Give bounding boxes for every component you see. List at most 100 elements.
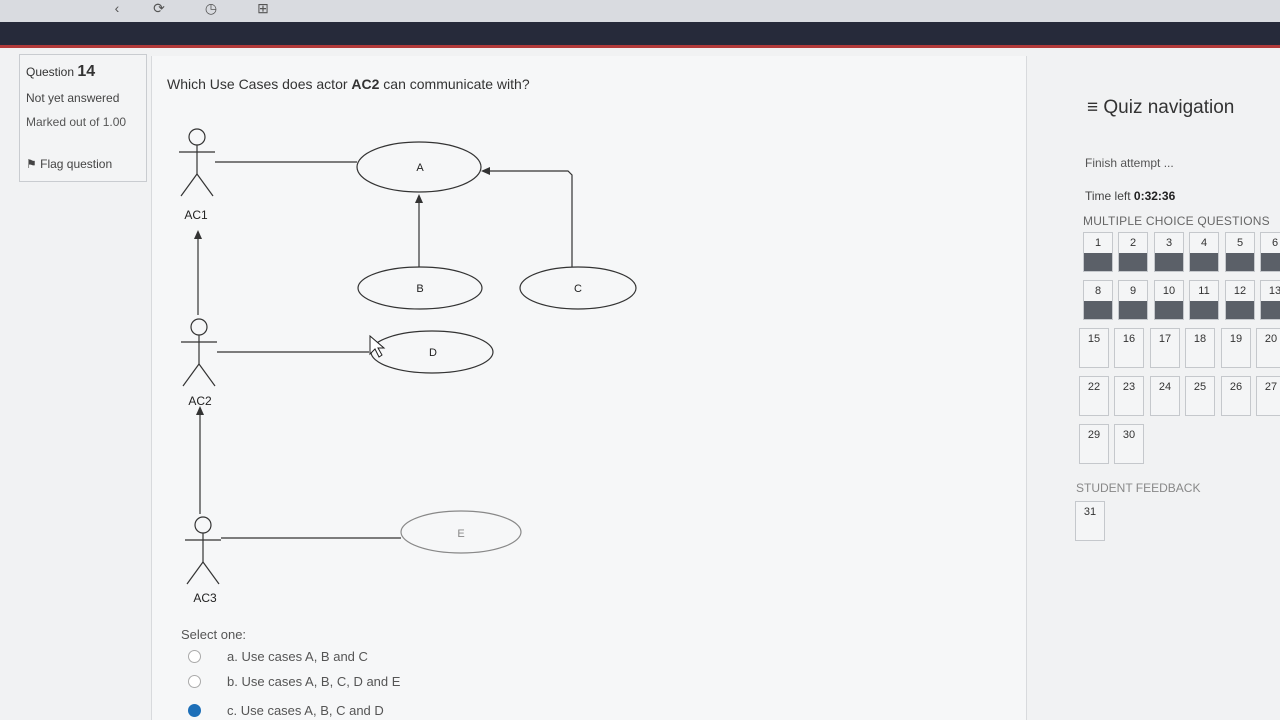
question-button-label: 18	[1193, 333, 1207, 345]
question-text-suffix: can communicate with?	[379, 76, 530, 92]
question-button-4[interactable]: 4	[1189, 232, 1219, 272]
clock-icon[interactable]: ◷	[204, 0, 218, 16]
use-case-label-b: B	[416, 283, 423, 295]
question-button-label: 31	[1083, 506, 1097, 518]
question-button-5[interactable]: 5	[1225, 232, 1255, 272]
question-button-label: 30	[1122, 429, 1136, 441]
question-number-value: 14	[77, 63, 96, 80]
question-button-label: 10	[1162, 285, 1176, 297]
question-button-3[interactable]: 3	[1154, 232, 1184, 272]
question-button-6[interactable]: 6	[1260, 232, 1280, 272]
question-button-label: 22	[1087, 381, 1101, 393]
new-tab-icon[interactable]: ⊞	[257, 0, 269, 16]
actor-label-ac3: AC3	[193, 591, 217, 605]
question-button-label: 23	[1122, 381, 1136, 393]
hamburger-icon: ≡	[1087, 97, 1099, 118]
finish-attempt-link[interactable]: Finish attempt ...	[1085, 156, 1174, 170]
question-button-15[interactable]: 15	[1079, 328, 1109, 368]
answer-option-b[interactable]: b. Use cases A, B, C, D and E	[188, 674, 400, 689]
question-button-label: 25	[1193, 381, 1207, 393]
use-case-c-ellipse	[519, 266, 637, 310]
use-case-label-d: D	[429, 347, 437, 359]
question-button-label: 4	[1200, 237, 1208, 249]
answer-option-b-label[interactable]: b. Use cases A, B, C, D and E	[227, 674, 401, 689]
flag-question-link[interactable]: ⚑ Flag question	[26, 157, 112, 171]
question-button-label: 24	[1158, 381, 1172, 393]
use-case-label-e: E	[457, 528, 464, 540]
answer-option-c-label[interactable]: c. Use cases A, B, C and D	[227, 703, 384, 718]
quiz-navigation-title-text: Quiz navigation	[1103, 97, 1235, 118]
use-case-b-ellipse	[357, 266, 483, 310]
question-button-19[interactable]: 19	[1221, 328, 1251, 368]
question-button-label: 5	[1236, 237, 1244, 249]
b-to-a-arrowhead	[415, 194, 423, 203]
question-content-panel	[151, 56, 1027, 720]
flag-label: Flag question	[40, 157, 113, 171]
question-marks: Marked out of 1.00	[26, 115, 127, 129]
question-button-16[interactable]: 16	[1114, 328, 1144, 368]
use-case-label-a: A	[416, 162, 424, 174]
actor-label-ac2: AC2	[188, 394, 212, 408]
reload-icon[interactable]: ⟳	[153, 0, 165, 16]
question-button-label: 20	[1264, 333, 1278, 345]
question-button-label: 1	[1094, 237, 1102, 249]
use-case-e-ellipse	[400, 510, 522, 554]
question-text-actor: AC2	[351, 76, 380, 92]
question-button-label: 16	[1122, 333, 1136, 345]
time-left-label: Time left	[1085, 189, 1134, 203]
question-button-2[interactable]: 2	[1118, 232, 1148, 272]
question-button-24[interactable]: 24	[1150, 376, 1180, 416]
question-button-22[interactable]: 22	[1079, 376, 1109, 416]
radio-button-c[interactable]	[188, 704, 201, 717]
use-case-label-c: C	[574, 283, 582, 295]
question-button-25[interactable]: 25	[1185, 376, 1215, 416]
question-button-20[interactable]: 20	[1256, 328, 1280, 368]
question-button-label: 11	[1198, 285, 1210, 297]
section-title-student-feedback: STUDENT FEEDBACK	[1076, 481, 1201, 495]
question-button-17[interactable]: 17	[1150, 328, 1180, 368]
answer-option-a-label[interactable]: a. Use cases A, B and C	[227, 649, 368, 664]
back-icon[interactable]: ‹	[114, 0, 120, 16]
quiz-navigation-title: ≡ Quiz navigation	[1087, 97, 1234, 119]
question-button-12[interactable]: 12	[1225, 280, 1255, 320]
answer-option-c[interactable]: c. Use cases A, B, C and D	[188, 703, 384, 718]
question-button-18[interactable]: 18	[1185, 328, 1215, 368]
actor-ac2-figure	[181, 318, 217, 387]
question-button-30[interactable]: 30	[1114, 424, 1144, 464]
question-text-prefix: Which Use Cases does actor	[167, 76, 352, 92]
question-button-11[interactable]: 11	[1189, 280, 1219, 320]
question-button-label: 26	[1229, 381, 1243, 393]
time-left: Time left 0:32:36	[1085, 189, 1175, 203]
radio-button-b[interactable]	[188, 675, 201, 688]
question-button-23[interactable]: 23	[1114, 376, 1144, 416]
use-case-a-ellipse	[356, 141, 482, 193]
question-button-27[interactable]: 27	[1256, 376, 1280, 416]
question-button-1[interactable]: 1	[1083, 232, 1113, 272]
question-button-label: 2	[1129, 237, 1137, 249]
question-info-box: Question 14 Not yet answered Marked out …	[19, 54, 147, 182]
site-header	[0, 22, 1280, 46]
question-button-13[interactable]: 13	[1260, 280, 1280, 320]
question-button-26[interactable]: 26	[1221, 376, 1251, 416]
use-case-diagram: AC1 AC2 AC3 A B C D E	[179, 128, 637, 605]
question-button-label: 12	[1233, 285, 1247, 297]
browser-toolbar: ‹ ⟳ ◷ ⊞	[0, 0, 1280, 22]
question-button-29[interactable]: 29	[1079, 424, 1109, 464]
question-button-label: 17	[1158, 333, 1172, 345]
question-button-31[interactable]: 31	[1075, 501, 1105, 541]
mouse-cursor-icon	[369, 334, 386, 358]
question-button-label: 29	[1087, 429, 1101, 441]
flag-icon: ⚑	[26, 157, 37, 171]
answer-option-a[interactable]: a. Use cases A, B and C	[188, 649, 368, 664]
question-button-8[interactable]: 8	[1083, 280, 1113, 320]
question-button-label: 6	[1271, 237, 1279, 249]
question-button-label: 13	[1268, 285, 1280, 297]
question-state: Not yet answered	[26, 91, 120, 105]
question-button-label: 3	[1165, 237, 1173, 249]
question-button-10[interactable]: 10	[1154, 280, 1184, 320]
c-to-a-arrowhead	[481, 167, 490, 175]
radio-button-a[interactable]	[188, 650, 201, 663]
actor-ac1-figure	[179, 128, 215, 197]
question-button-9[interactable]: 9	[1118, 280, 1148, 320]
question-text: Which Use Cases does actor AC2 can commu…	[167, 76, 530, 92]
